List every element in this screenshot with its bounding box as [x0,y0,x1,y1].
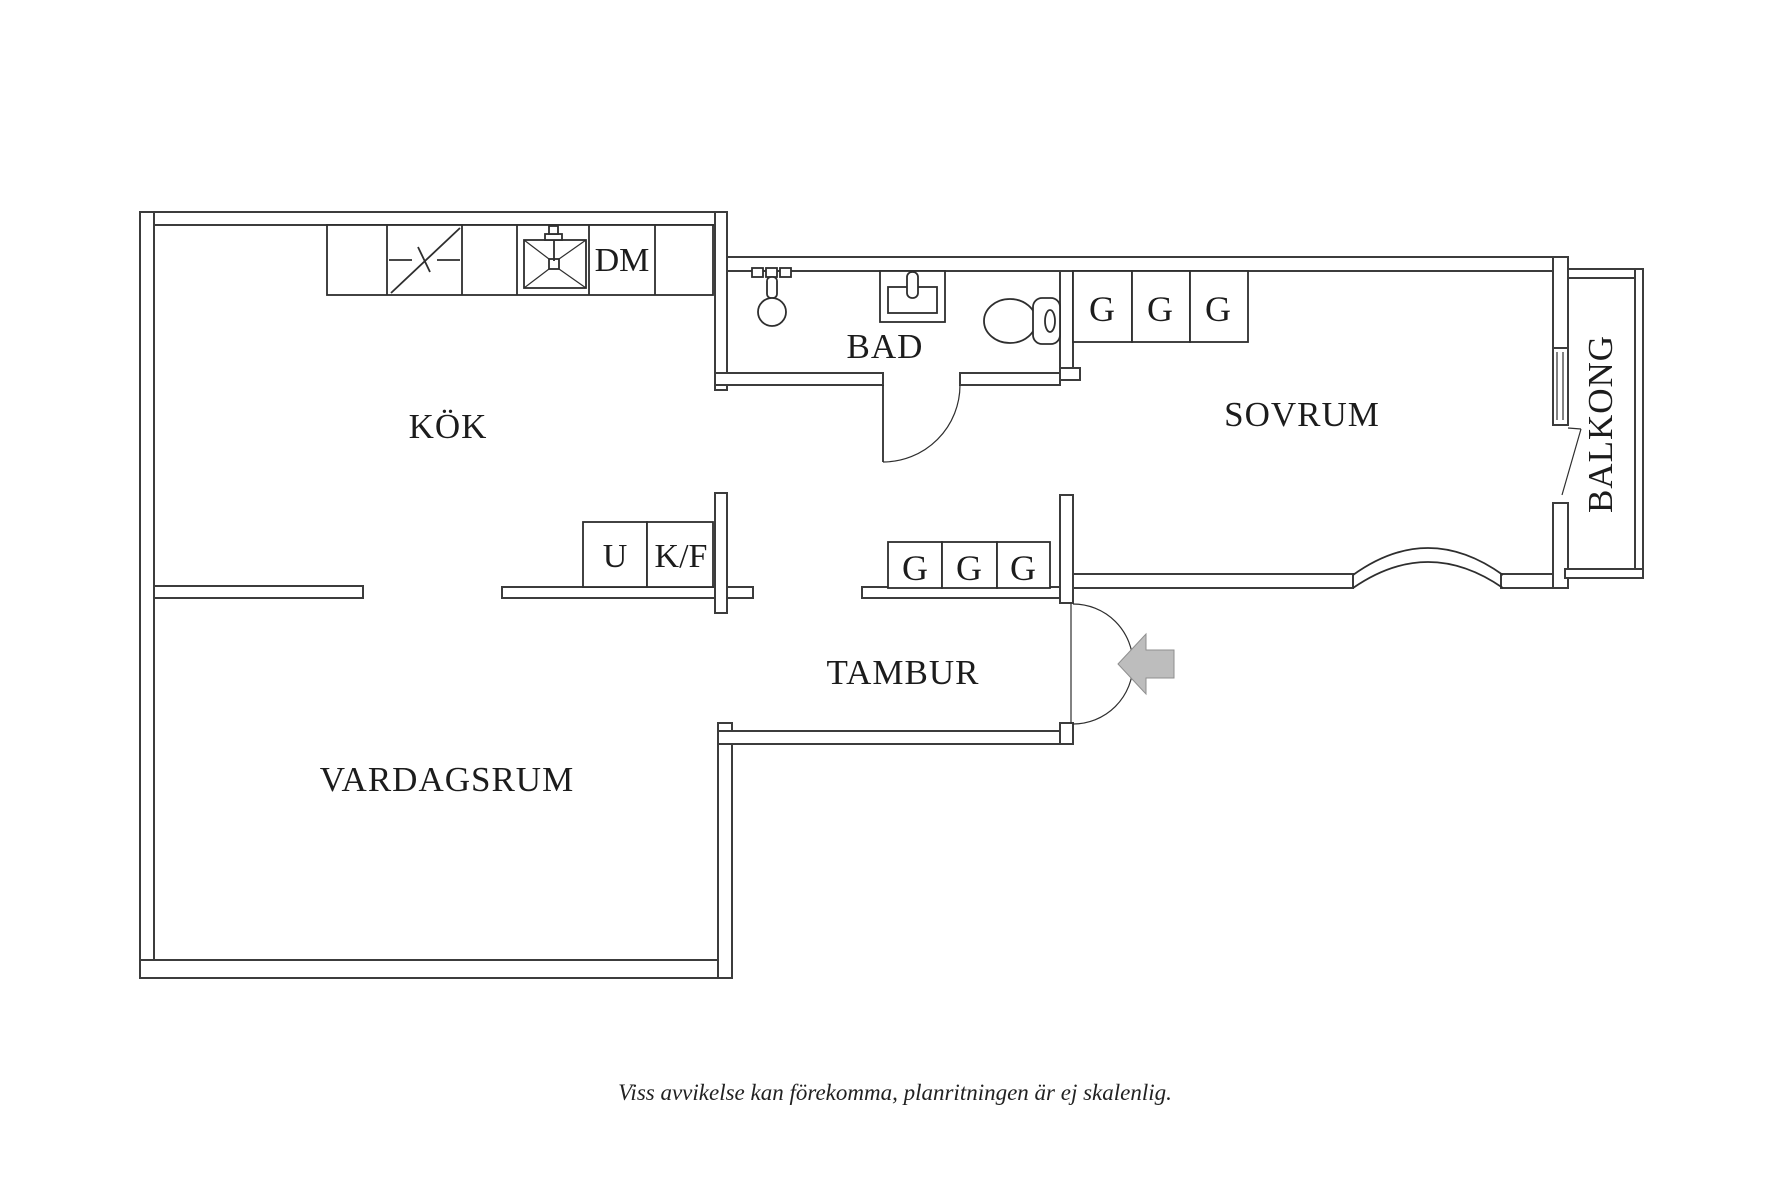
wall-segment [153,585,364,599]
basin-faucet [906,271,919,299]
kitchen-sink-icon [523,225,587,289]
wardrobe-cabinet [1189,270,1249,343]
dishwasher-label: DM [595,242,650,279]
curved-wall [1352,561,1504,589]
wall-segment [1059,722,1074,745]
shower-tab [751,267,764,278]
wall-segment [714,372,884,386]
shower-icon [751,267,792,327]
wall-segment [139,959,733,979]
labels: KÖK BAD SOVRUM TAMBUR VARDAGSRUM BALKONG… [320,242,1620,1105]
bathroom-label: BAD [847,327,924,366]
balcony-railing [1564,568,1644,579]
shower-head [757,297,787,327]
cabinets [582,270,1249,589]
wall-segment [1059,367,1081,381]
wall-segment [1072,573,1354,589]
wall-segment [959,372,1061,386]
bathroom-fixtures [751,267,1061,345]
wardrobe-label: G [1010,548,1036,588]
bedroom-label: SOVRUM [1224,395,1380,434]
door-swing-arc [1072,603,1134,665]
sink-line [558,239,587,260]
shower-tab [765,267,778,278]
toilet-icon [983,297,1061,345]
balcony-door [1561,427,1582,496]
wall-segment [1059,270,1074,381]
sink-line [523,239,550,260]
shower-stem [766,276,778,299]
doors [882,384,1582,725]
bathroom-sink-icon [879,270,946,323]
wardrobe-cabinet [996,541,1051,589]
wall-segment [1552,502,1569,589]
wall-segment [139,211,728,226]
living-room-label: VARDAGSRUM [320,760,574,799]
sink-line [558,268,587,289]
walls [139,211,1644,979]
wall-segment [717,730,1074,745]
wardrobe-label: G [1205,289,1231,329]
wardrobe-label: G [902,548,928,588]
wall-segment [717,722,733,979]
fridge-freezer-cabinet [646,521,714,588]
stove-stroke [417,246,431,273]
wall-segment [1059,494,1074,604]
door-jamb [1567,427,1582,430]
wall-segment [714,211,728,391]
fridge-freezer-label: K/F [655,538,708,575]
bedroom-window [1552,347,1569,426]
wardrobe-cabinet [1072,270,1133,343]
wall-segment [1552,256,1569,349]
kitchen-counter [326,224,714,296]
kitchen-label: KÖK [409,407,488,446]
sink-line [523,268,550,289]
stove-symbol-icon [389,227,461,294]
wall-segment [714,492,728,614]
wall-segment [1500,573,1554,589]
balcony-railing [1634,268,1644,579]
entry-door [1070,603,1175,725]
wardrobe-cabinet [887,541,943,589]
wardrobe-label: G [1089,289,1115,329]
window-frame [1552,347,1569,426]
disclaimer-note: Viss avvikelse kan förekomma, planritnin… [618,1080,1172,1105]
toilet-button [1044,309,1056,333]
curved-wall [1352,547,1504,576]
door-swing-arc [882,384,961,463]
hallway-label: TAMBUR [827,653,980,692]
toilet-bowl [983,298,1037,344]
bathroom-door [882,384,961,463]
wall-segment [726,256,1568,272]
oven-label: U [603,538,628,575]
wardrobe-label: G [956,548,982,588]
door-swing-arc [1072,663,1134,725]
door-leaf [1561,428,1582,496]
wardrobe-cabinet [1131,270,1191,343]
wall-segment [139,211,155,979]
stove-stroke [390,227,461,294]
faucet-knob [548,225,559,235]
balcony-railing [1567,268,1643,279]
entry-arrow-icon [1117,632,1175,696]
wardrobe-label: G [1147,289,1173,329]
shower-tab [779,267,792,278]
balcony-label: BALKONG [1581,335,1620,513]
